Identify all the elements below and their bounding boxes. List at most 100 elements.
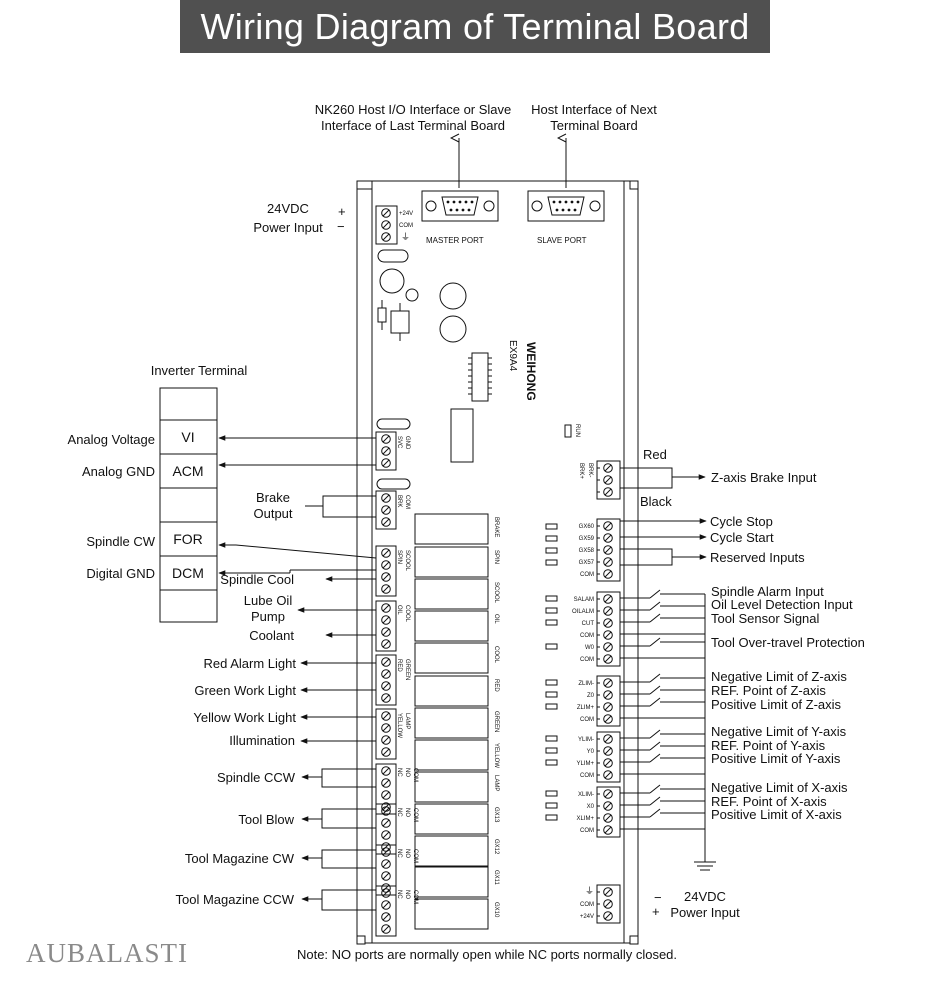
terminal-board — [356, 180, 639, 945]
terminal-pin-label: GND — [404, 436, 410, 450]
terminal-block-left — [375, 844, 397, 896]
label-cycle-start: Cycle Start — [710, 530, 774, 545]
terminal-block-left — [375, 763, 397, 815]
terminal-screw — [381, 639, 391, 649]
label-brake-line2: Output — [253, 506, 292, 521]
relay-label: SPIN — [493, 550, 499, 564]
terminal-screw — [381, 693, 391, 703]
terminal-screw — [381, 723, 391, 733]
label-z-neg-limit: Negative Limit of Z-axis — [711, 669, 847, 684]
status-led — [545, 802, 558, 809]
board-brand: WEIHONG — [524, 342, 538, 401]
master-port-label: MASTER PORT — [426, 236, 484, 245]
inverter-cell-label: FOR — [173, 531, 203, 547]
relay — [414, 578, 489, 610]
relay-label: LAMP — [493, 775, 499, 791]
label-spindle-alarm-input: Spindle Alarm Input — [711, 584, 824, 599]
terminal-pin-label: COM — [580, 633, 594, 639]
left-wiring — [218, 435, 377, 911]
right-wiring — [620, 467, 716, 871]
label-analog-voltage: Analog Voltage — [68, 432, 155, 447]
terminal-screw — [603, 557, 613, 567]
label-yellow-work-light: Yellow Work Light — [193, 710, 296, 725]
terminal-pin-label: COOL — [404, 605, 410, 623]
master-port-connector — [421, 190, 499, 222]
relay-label: GX13 — [493, 807, 499, 823]
terminal-screw — [603, 533, 613, 543]
terminal-screw — [381, 669, 391, 679]
terminal-pin-label: ⏚ — [585, 886, 594, 896]
label-brake-black: Black — [640, 494, 672, 509]
label-z-pos-limit: Positive Limit of Z-axis — [711, 697, 842, 712]
label-z-ref-point: REF. Point of Z-axis — [711, 683, 826, 698]
terminal-pin-label: COM — [404, 495, 410, 509]
terminal-screw — [381, 747, 391, 757]
label-illumination: Illumination — [229, 733, 295, 748]
relay — [414, 642, 489, 674]
label-reserved-inputs: Reserved Inputs — [710, 550, 805, 565]
power-bottom-line1: 24VDC — [684, 889, 726, 904]
label-x-ref-point: REF. Point of X-axis — [711, 794, 827, 809]
relay-label: GREEN — [493, 711, 499, 732]
terminal-screw — [603, 642, 613, 652]
terminal-screw — [381, 830, 391, 840]
status-led — [545, 643, 558, 650]
power-bottom-minus: − — [654, 890, 662, 905]
inverter-title: Inverter Terminal — [151, 363, 248, 378]
relay-label: RED — [493, 679, 499, 692]
relay — [414, 771, 489, 803]
terminal-pin-label: Y0 — [587, 749, 595, 755]
label-brake-red: Red — [643, 447, 667, 462]
terminal-screw — [381, 735, 391, 745]
label-spindle-cool: Spindle Cool — [220, 572, 294, 587]
power-top-line1: 24VDC — [267, 201, 309, 216]
label-oil-level-detection: Oil Level Detection Input — [711, 597, 853, 612]
terminal-screw — [603, 569, 613, 579]
terminal-screw — [603, 606, 613, 616]
terminal-screw — [381, 912, 391, 922]
terminal-screw — [381, 681, 391, 691]
slave-label-line2: Terminal Board — [550, 118, 637, 133]
terminal-screw — [381, 657, 391, 667]
label-spindle-cw: Spindle CW — [86, 534, 155, 549]
terminal-pin-label: GX57 — [579, 560, 595, 566]
terminal-pin-label: NO — [404, 808, 410, 817]
terminal-screw — [603, 734, 613, 744]
label-tool-overtravel: Tool Over-travel Protection — [711, 635, 865, 650]
terminal-screw — [381, 766, 391, 776]
run-led-label: RUN — [574, 424, 580, 437]
relay — [414, 898, 489, 930]
relay-label: OIL — [493, 614, 499, 624]
terminal-block-right — [596, 675, 621, 727]
terminal-screw — [381, 790, 391, 800]
status-led — [545, 607, 558, 614]
board-model: EX9A4 — [507, 340, 518, 372]
terminal-pin-label: OIL — [396, 605, 402, 615]
terminal-screw — [603, 911, 613, 921]
terminal-screw — [603, 714, 613, 724]
label-green-work-light: Green Work Light — [194, 683, 296, 698]
relay-column: BRAKESPINSCOOLOILCOOLREDGREENYELLOWLAMPG… — [414, 513, 499, 930]
power-top-pin-com: COM — [399, 223, 413, 229]
label-tool-magazine-cw: Tool Magazine CW — [185, 851, 295, 866]
terminal-screw — [381, 505, 391, 515]
label-tool-sensor-signal: Tool Sensor Signal — [711, 611, 820, 626]
inverter-cell — [159, 387, 218, 421]
status-led — [545, 814, 558, 821]
power-top-terminal — [375, 205, 398, 245]
status-led — [545, 547, 558, 554]
power-top-pin-ground: ⏚ — [401, 232, 410, 242]
terminal-pin-label: COM — [580, 773, 594, 779]
terminal-screw — [381, 560, 391, 570]
terminal-block-left — [375, 490, 397, 530]
terminal-pin-label: COM — [580, 902, 594, 908]
terminal-screw — [603, 825, 613, 835]
terminal-screw — [603, 789, 613, 799]
status-led — [545, 747, 558, 754]
label-red-alarm-light: Red Alarm Light — [204, 656, 297, 671]
terminal-pin-label: XLIM+ — [576, 816, 594, 822]
relay-label: SCOOL — [493, 582, 499, 604]
relay-label: GX12 — [493, 839, 499, 855]
terminal-screw — [381, 603, 391, 613]
